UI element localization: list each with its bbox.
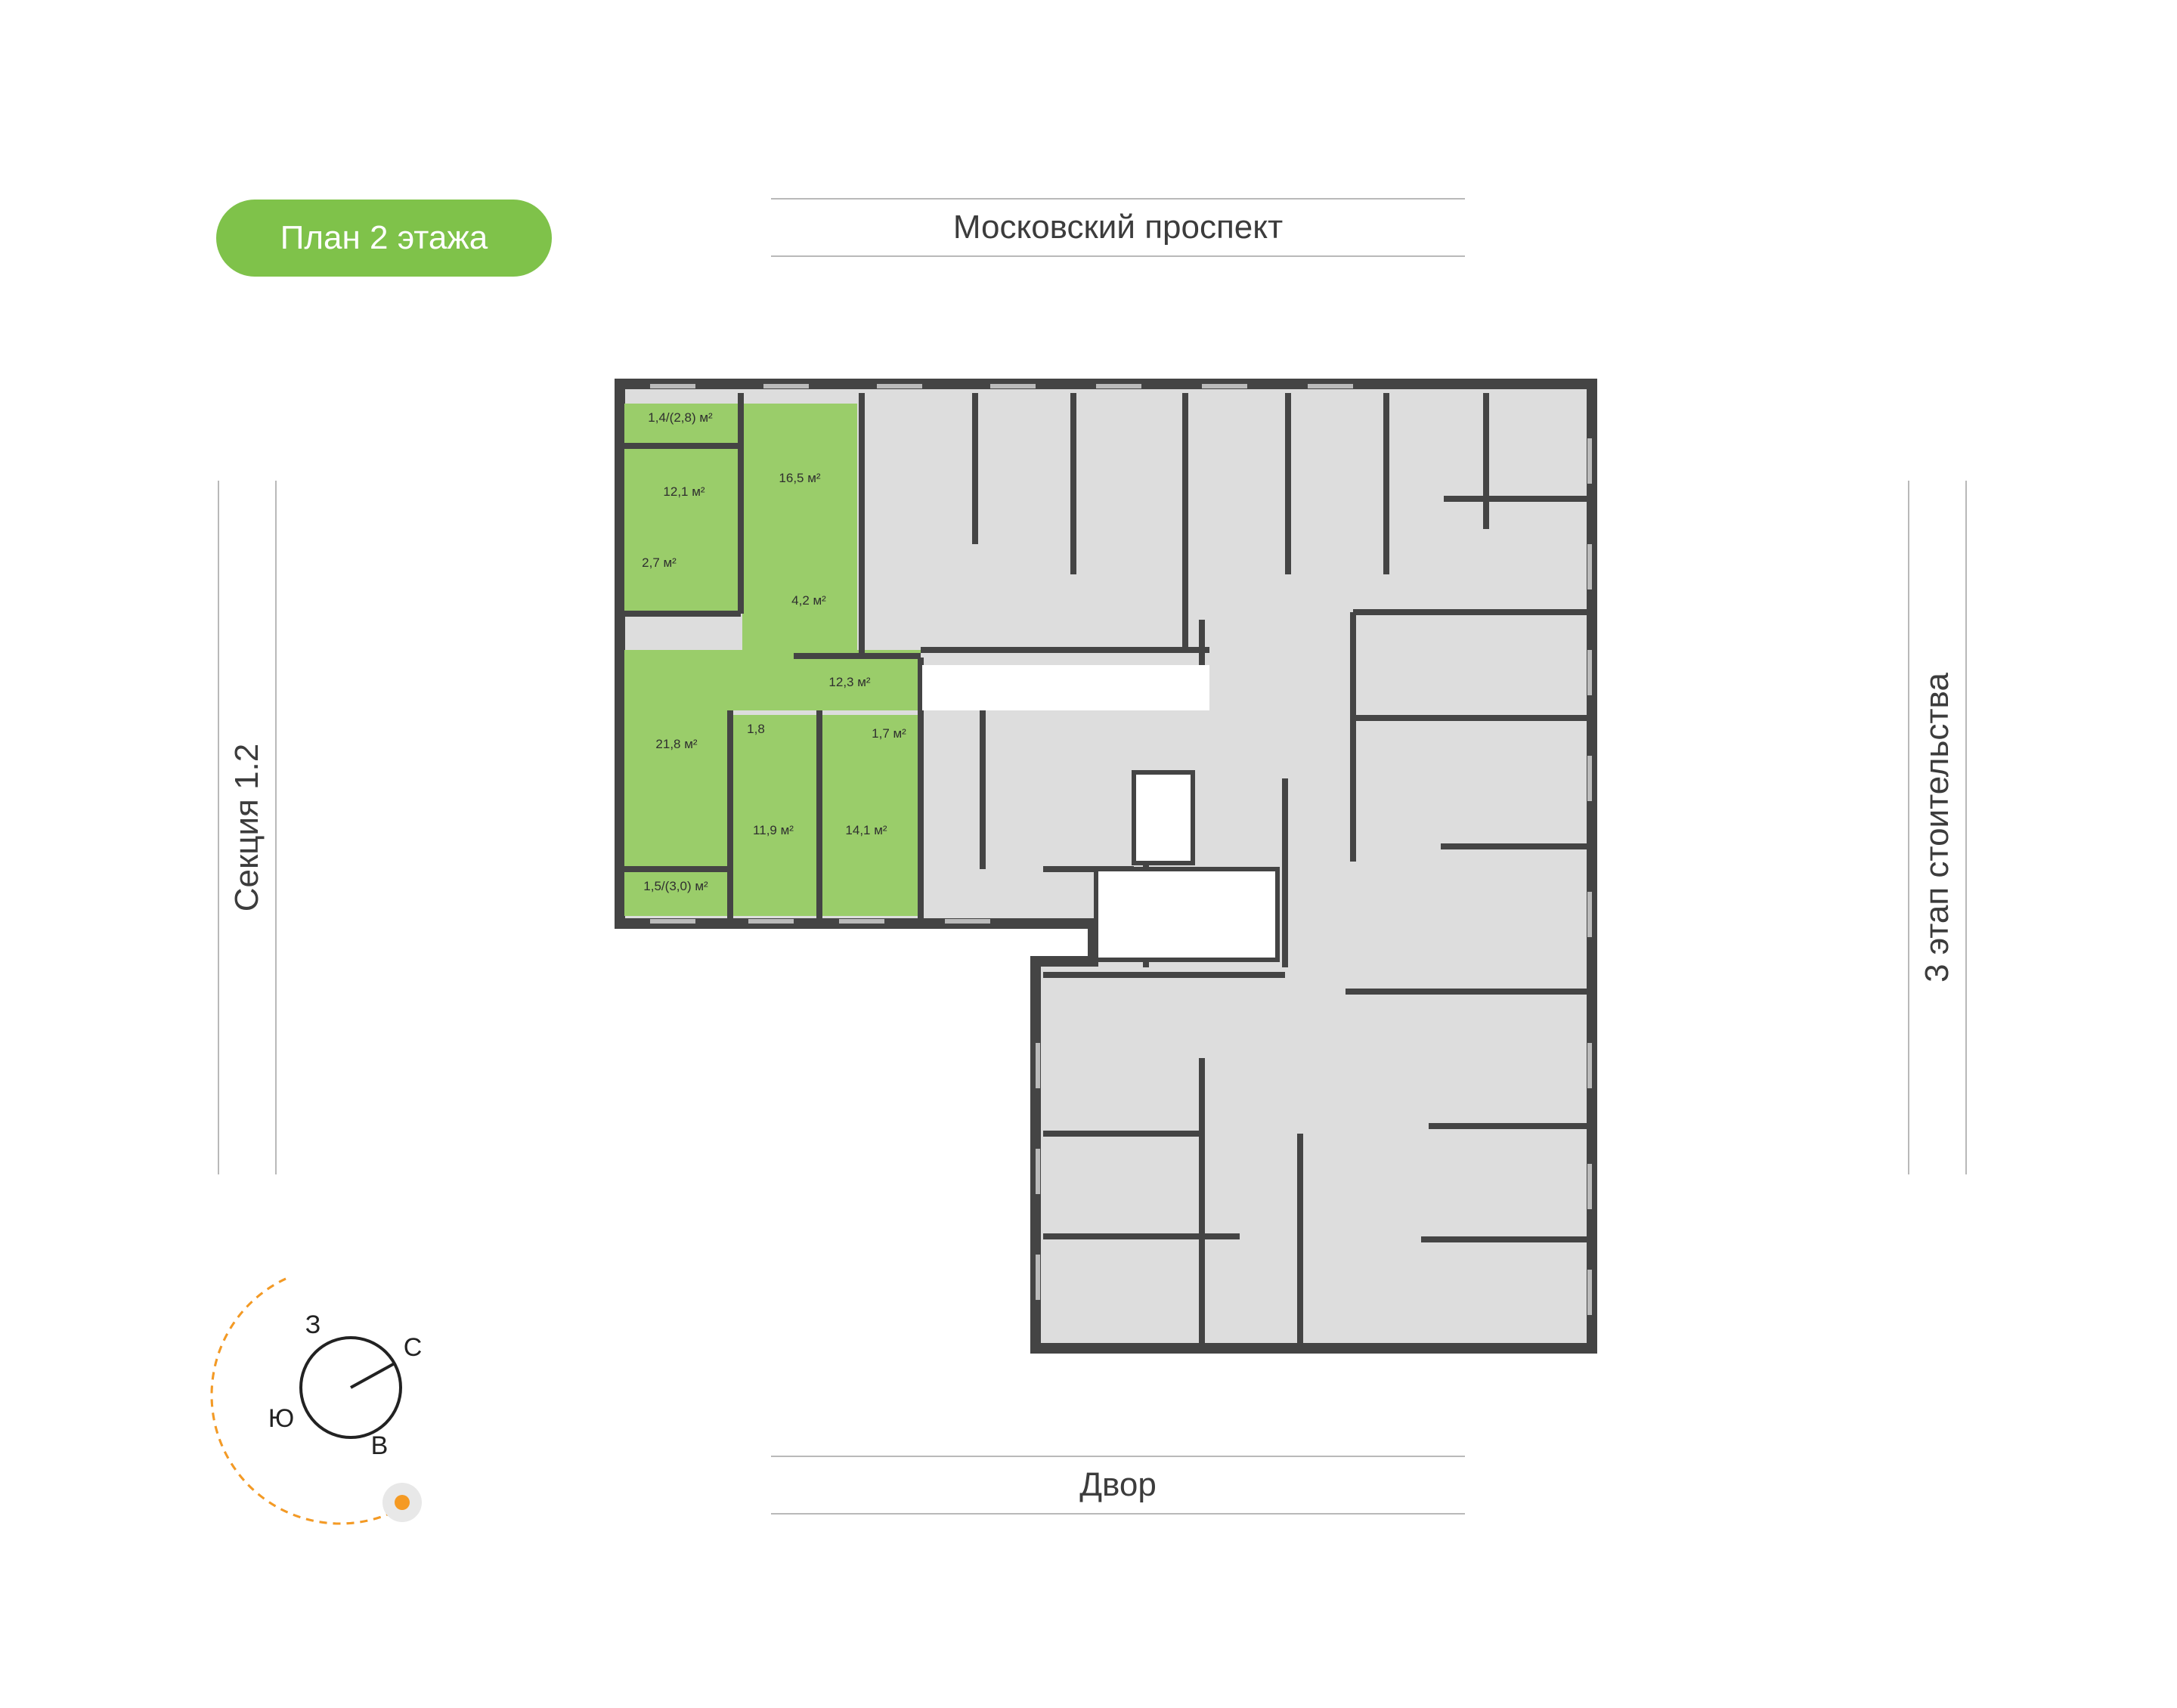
selected-apartment[interactable] xyxy=(624,404,921,916)
floor-badge: План 2 этажа xyxy=(216,200,552,277)
compass-dial xyxy=(299,1336,402,1439)
street-top-label: Московский проспект xyxy=(952,209,1284,246)
area-balcony-top: 1,4/(2,8) м² xyxy=(648,410,713,425)
street-right xyxy=(1908,481,1967,1174)
interior-walls xyxy=(624,393,1592,1348)
apartment-hall xyxy=(794,656,921,710)
apartment-room-141 xyxy=(821,715,918,916)
street-left xyxy=(218,481,277,1174)
stair-core xyxy=(922,665,1280,962)
area-room-119: 11,9 м² xyxy=(753,823,794,837)
area-kitchen-218: 21,8 м² xyxy=(655,737,697,751)
area-closet-18: 1,8 xyxy=(747,722,765,736)
area-bath-27: 2,7 м² xyxy=(642,555,677,570)
area-balcony-bottom: 1,5/(3,0) м² xyxy=(643,879,708,893)
area-hall-123: 12,3 м² xyxy=(828,675,870,689)
compass-north: С xyxy=(404,1333,423,1362)
apartment-balcony-bottom xyxy=(624,871,727,916)
apartment-bath xyxy=(786,552,857,647)
area-bath-42: 4,2 м² xyxy=(791,593,826,608)
street-bottom-label: Двор xyxy=(1079,1466,1157,1503)
street-bottom: Двор xyxy=(771,1456,1465,1515)
area-room-165: 16,5 м² xyxy=(779,471,820,485)
windows xyxy=(650,384,1592,1315)
compass-needle xyxy=(350,1362,395,1389)
compass-west: З xyxy=(305,1310,321,1339)
area-closet-17: 1,7 м² xyxy=(872,726,906,741)
compass: З С Ю В xyxy=(210,1277,423,1525)
compass-east: В xyxy=(371,1431,389,1460)
street-top: Московский проспект xyxy=(771,198,1465,257)
area-room-121: 12,1 м² xyxy=(663,484,705,499)
sun-path-highlight xyxy=(210,1277,395,1525)
apartment-room-119 xyxy=(733,715,816,916)
area-room-141: 14,1 м² xyxy=(845,823,887,837)
apartment-left-block xyxy=(624,404,741,614)
compass-south: Ю xyxy=(268,1404,294,1433)
